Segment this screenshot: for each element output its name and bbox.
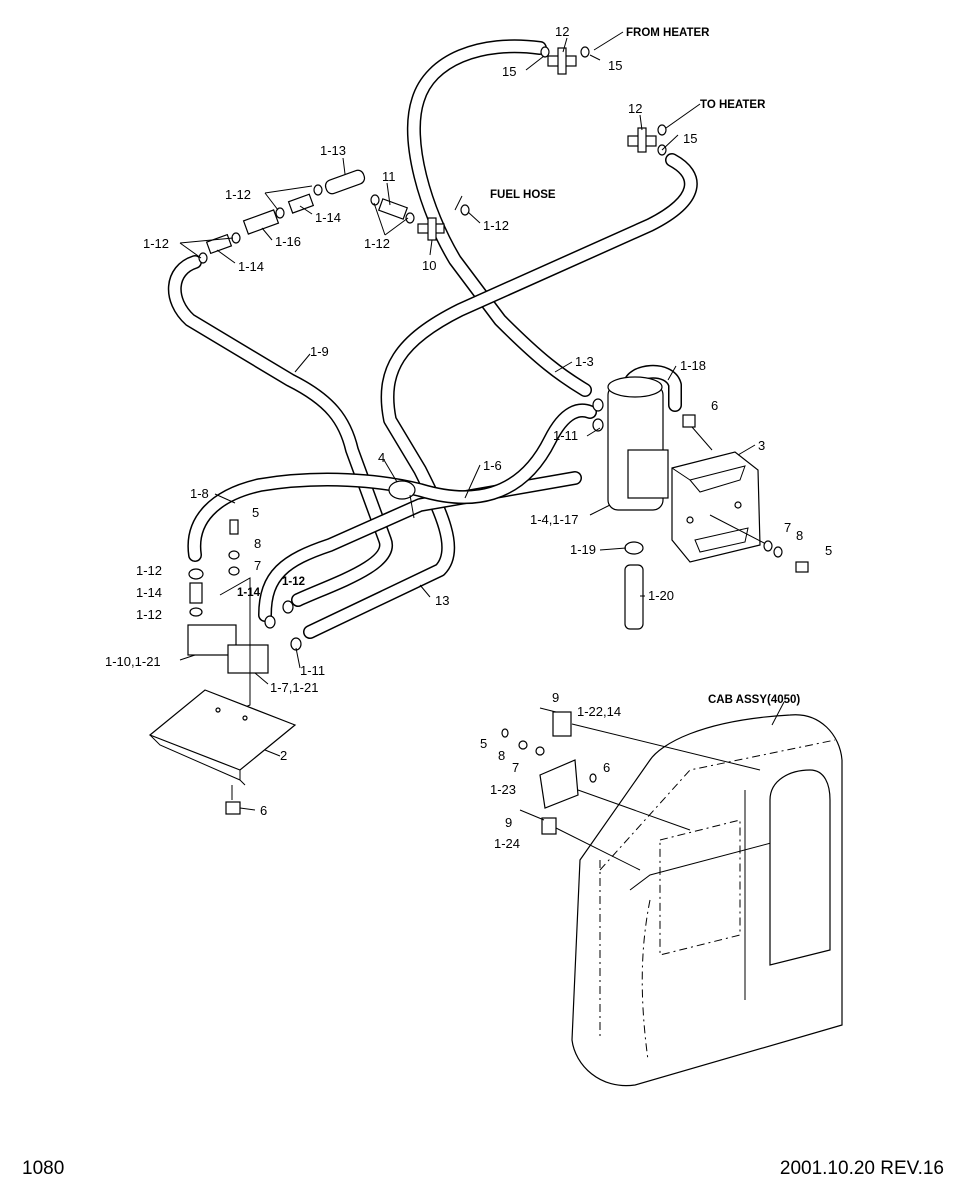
cab-assembly [571, 714, 843, 1087]
label-12: 12 [555, 24, 569, 39]
label-12: 12 [628, 101, 642, 116]
hose-1-6 [258, 471, 582, 622]
hose-1-8 [187, 403, 597, 562]
label-6: 6 [711, 398, 718, 413]
fuel-hose-fittings [198, 169, 470, 264]
callout-fuel-hose: FUEL HOSE [490, 189, 556, 201]
cab-hardware [501, 707, 761, 871]
label-1-14: 1-14 [315, 210, 341, 225]
callout-text: FROM HEATER TO HEATER FUEL HOSE CAB ASSY… [490, 27, 800, 706]
label-7: 7 [254, 558, 261, 573]
label-1-20: 1-20 [648, 588, 674, 603]
revision-date: 2001.10.20 REV.16 [779, 1158, 944, 1179]
label-1-14: 1-14 [136, 585, 162, 600]
label-9: 9 [505, 815, 512, 830]
label-1-13: 1-13 [320, 143, 346, 158]
label-10: 10 [422, 258, 436, 273]
label-1-11: 1-11 [300, 663, 325, 678]
label-15: 15 [502, 64, 516, 79]
tee-fitting-to-heater [627, 124, 667, 156]
page-number: 1080 [22, 1158, 65, 1179]
support-plate [148, 689, 297, 815]
label-8: 8 [498, 748, 505, 763]
label-4: 4 [378, 450, 385, 465]
label-1-23: 1-23 [490, 782, 516, 797]
hose-1-9 [167, 255, 393, 607]
label-9: 9 [552, 690, 559, 705]
label-1-12: 1-12 [225, 187, 251, 202]
label-1-12: 1-12 [136, 607, 162, 622]
valve-assembly [187, 519, 302, 719]
label-1-12: 1-12 [483, 218, 509, 233]
mounting-bracket [671, 414, 809, 573]
label-1-12: 1-12 [282, 576, 305, 588]
label-1-12: 1-12 [143, 236, 169, 251]
label-1-9: 1-9 [310, 344, 329, 359]
label-1-4-1-17: 1-4,1-17 [530, 512, 578, 527]
label-1-12: 1-12 [364, 236, 390, 251]
label-6: 6 [603, 760, 610, 775]
callout-from-heater: FROM HEATER [626, 27, 710, 39]
label-6: 6 [260, 803, 267, 818]
label-1-6: 1-6 [483, 458, 502, 473]
callout-to-heater: TO HEATER [700, 99, 766, 111]
label-1-24: 1-24 [494, 836, 520, 851]
label-1-14: 1-14 [238, 259, 264, 274]
label-1-16: 1-16 [275, 234, 301, 249]
label-5: 5 [480, 736, 487, 751]
label-7: 7 [512, 760, 519, 775]
label-1-12: 1-12 [136, 563, 162, 578]
label-15: 15 [608, 58, 622, 73]
label-8: 8 [796, 528, 803, 543]
leader-lines [179, 31, 785, 811]
label-7: 7 [784, 520, 791, 535]
label-1-22-14: 1-22,14 [577, 704, 621, 719]
hose-clamp [388, 480, 416, 500]
part-labels: 12 15 15 12 15 1-13 1-12 1-14 1-12 1-16 … [105, 24, 832, 851]
label-2: 2 [280, 748, 287, 763]
label-5: 5 [252, 505, 259, 520]
label-13: 13 [435, 593, 449, 608]
fuel-water-separator [592, 364, 682, 630]
label-1-11: 1-11 [553, 428, 578, 443]
label-15: 15 [683, 131, 697, 146]
hose-13 [303, 153, 698, 639]
label-1-10-1-21: 1-10,1-21 [105, 654, 161, 669]
label-8: 8 [254, 536, 261, 551]
label-5: 5 [825, 543, 832, 558]
tee-fitting-from-heater [540, 46, 590, 75]
label-3: 3 [758, 438, 765, 453]
label-1-3: 1-3 [575, 354, 594, 369]
label-1-7-1-21: 1-7,1-21 [270, 680, 318, 695]
label-1-19: 1-19 [570, 542, 596, 557]
callout-cab-assy: CAB ASSY(4050) [708, 694, 800, 706]
label-1-14: 1-14 [237, 587, 261, 599]
label-11: 11 [382, 169, 396, 184]
hose-1-3 [406, 39, 592, 397]
label-1-8: 1-8 [190, 486, 209, 501]
label-1-18: 1-18 [680, 358, 706, 373]
